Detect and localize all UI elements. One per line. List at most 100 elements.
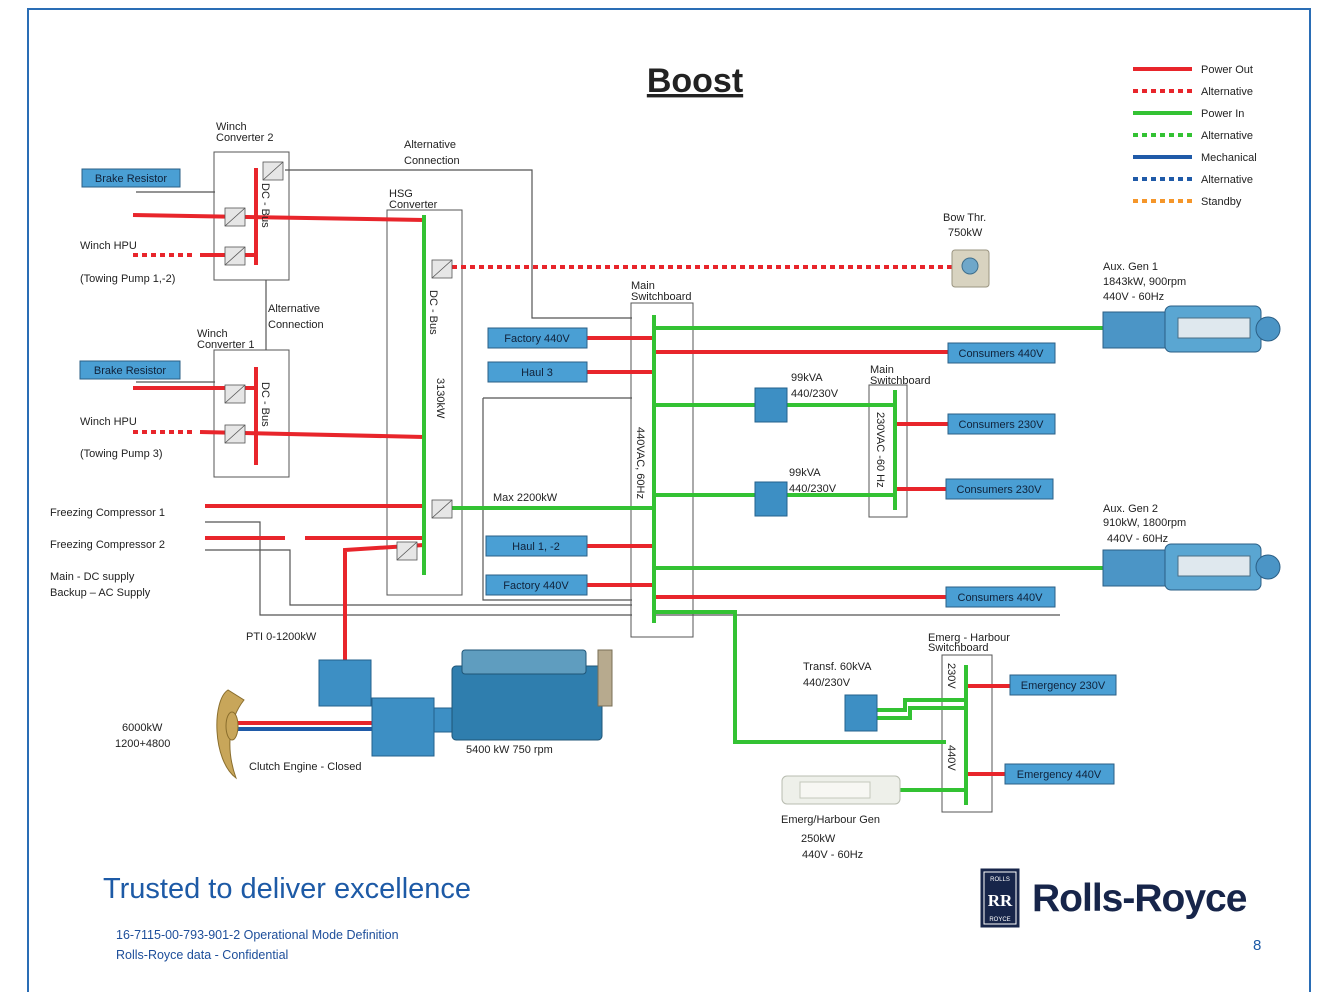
- hsg-converter-panel: [386, 209, 463, 596]
- dc-bus-label-winch2: DC - Bus: [259, 183, 271, 228]
- svg-text:Brake Resistor: Brake Resistor: [95, 173, 167, 185]
- clutch-engine-label: Clutch Engine - Closed: [249, 761, 362, 773]
- legend-label-5: Alternative: [1201, 174, 1253, 186]
- haul-3-box: Haul 3: [487, 361, 588, 383]
- confidentiality-note: Rolls-Royce data - Confidential: [116, 948, 289, 962]
- svg-text:Brake Resistor: Brake Resistor: [94, 365, 166, 377]
- hsg-converter-label-2: Converter: [389, 199, 438, 211]
- supply-backup-label: Backup – AC Supply: [50, 587, 151, 599]
- winch-hpu-label-2: Winch HPU: [80, 416, 137, 428]
- main-switchboard-label: Main: [631, 280, 655, 292]
- emergency-gen-power: 250kW: [801, 833, 836, 845]
- converter-icons: [224, 161, 453, 561]
- haul-1-2-box: Haul 1, -2: [485, 535, 588, 557]
- brand-wordmark: Rolls-Royce: [1032, 877, 1247, 920]
- pti-label: PTI 0-1200kW: [246, 631, 317, 643]
- document-reference: 16-7115-00-793-901-2 Operational Mode De…: [116, 928, 399, 942]
- consumers-440-box-2: Consumers 440V: [945, 586, 1056, 608]
- aux-gen-1-voltage: 440V - 60Hz: [1103, 291, 1164, 303]
- sub-switchboard-label: Main: [870, 364, 894, 376]
- supply-line-main: [205, 521, 632, 616]
- svg-text:Factory 440V: Factory 440V: [503, 580, 569, 592]
- hsg-converter-label: HSG: [389, 188, 413, 200]
- consumers-230-box-1: Consumers 230V: [947, 413, 1056, 435]
- winch-converter-1-label: Winch: [197, 328, 228, 340]
- transformer-99kva-2: [754, 481, 788, 517]
- alternative-connection-label-3: Alternative: [268, 303, 320, 315]
- factory-440-box-2: Factory 440V: [485, 574, 588, 596]
- legend-label-4: Mechanical: [1201, 152, 1257, 164]
- factory-440-box-1: Factory 440V: [487, 327, 588, 349]
- gearbox-icon: [371, 697, 455, 757]
- svg-text:Haul 3: Haul 3: [521, 367, 553, 379]
- winch-hpu-label-1: Winch HPU: [80, 240, 137, 252]
- main-switchboard-230-panel: [868, 384, 908, 518]
- main-bus-label: 440VAC, 60Hz: [634, 427, 646, 499]
- legend-label-0: Power Out: [1201, 64, 1253, 76]
- winch-converter-2-label: Winch: [216, 121, 247, 133]
- winch-converter-2-label-2: Converter 2: [216, 132, 273, 144]
- aux-gen-1-rating: 1843kW, 900rpm: [1103, 276, 1186, 288]
- alternative-connection-label: Alternative: [404, 139, 456, 151]
- svg-text:ROYCE: ROYCE: [989, 917, 1010, 923]
- transformer-99kva-1: [754, 387, 788, 423]
- svg-text:Consumers 440V: Consumers 440V: [959, 348, 1045, 360]
- emergency-gen-label: Emerg/Harbour Gen: [781, 814, 880, 826]
- freezing-compressor-1-label: Freezing Compressor 1: [50, 507, 165, 519]
- towing-pump-12-label: (Towing Pump 1,-2): [80, 273, 175, 285]
- transformer-60kva: [844, 694, 878, 732]
- propeller-power-label: 6000kW: [122, 722, 163, 734]
- alternative-connection-label-2: Connection: [404, 155, 460, 167]
- propeller-icon: [216, 689, 245, 780]
- supply-line-backup: [205, 549, 632, 606]
- consumers-440-box-1: Consumers 440V: [947, 342, 1056, 364]
- brake-resistor-1: Brake Resistor: [79, 360, 181, 380]
- page-number: 8: [1253, 937, 1262, 954]
- aux-gen-1-label: Aux. Gen 1: [1103, 261, 1158, 273]
- svg-text:Emergency 230V: Emergency 230V: [1021, 680, 1106, 692]
- hsg-power-label: 3130kW: [434, 378, 446, 419]
- sub-bus-label: 230VAC -60 Hz: [874, 412, 886, 488]
- emergency-harbour-gen-icon: [781, 775, 901, 805]
- legend-label-6: Standby: [1201, 196, 1242, 208]
- svg-text:Consumers 440V: Consumers 440V: [958, 592, 1044, 604]
- dc-bus-label-winch1: DC - Bus: [259, 382, 271, 427]
- rolls-royce-logo: ROLLS RR ROYCE: [980, 868, 1020, 928]
- brake-resistor-2: Brake Resistor: [81, 168, 181, 188]
- transformer-2-rating: 99kVA: [789, 467, 821, 479]
- alternative-connection-label-4: Connection: [268, 319, 324, 331]
- transformer-1-voltage: 440/230V: [791, 388, 839, 400]
- consumers-230-box-2: Consumers 230V: [945, 478, 1054, 500]
- power-out-line: [132, 213, 425, 222]
- legend-label-3: Alternative: [1201, 130, 1253, 142]
- transformer-60kva-label: Transf. 60kVA: [803, 661, 872, 673]
- aux-gen-2-label: Aux. Gen 2: [1103, 503, 1158, 515]
- tagline: Trusted to deliver excellence: [103, 873, 472, 905]
- svg-text:Consumers 230V: Consumers 230V: [959, 419, 1045, 431]
- emergency-switchboard-panel: [941, 654, 993, 813]
- winch-converter-1-panel: [213, 349, 290, 478]
- emergency-bus-440-label: 440V: [945, 745, 957, 771]
- towing-pump-3-label: (Towing Pump 3): [80, 448, 163, 460]
- svg-text:Consumers 230V: Consumers 230V: [957, 484, 1043, 496]
- emergency-440-box: Emergency 440V: [1004, 763, 1115, 785]
- emergency-switchboard-label: Emerg - Harbour: [928, 632, 1010, 644]
- aux-gen-2-icon: [1102, 543, 1281, 591]
- transformer-1-rating: 99kVA: [791, 372, 823, 384]
- aux-gen-2-voltage: 440V - 60Hz: [1107, 533, 1168, 545]
- freezing-compressor-2-label: Freezing Compressor 2: [50, 539, 165, 551]
- alternative-connection-line: [285, 169, 632, 319]
- diagram-title: Boost: [647, 62, 743, 100]
- bow-thruster-label: Bow Thr.: [943, 212, 986, 224]
- svg-text:Haul 1, -2: Haul 1, -2: [512, 541, 560, 553]
- bow-thruster-power: 750kW: [948, 227, 983, 239]
- main-switchboard-panel: [630, 302, 694, 638]
- bow-thruster-icon: [951, 249, 990, 288]
- slide-frame: [27, 8, 1311, 992]
- svg-text:Factory 440V: Factory 440V: [504, 333, 570, 345]
- supply-main-label: Main - DC supply: [50, 571, 135, 583]
- svg-text:ROLLS: ROLLS: [990, 877, 1010, 883]
- main-engine-icon: [451, 649, 613, 741]
